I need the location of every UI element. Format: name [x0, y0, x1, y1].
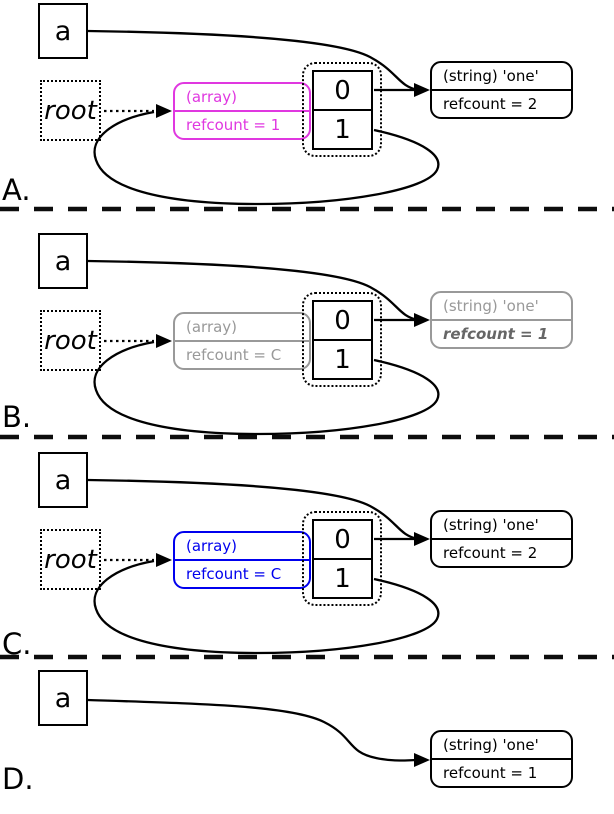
slots-table: 0 1	[312, 519, 373, 599]
slot-1: 1	[334, 344, 351, 375]
array-refcount: refcount = C	[186, 346, 282, 364]
panel-label: B.	[2, 400, 32, 434]
slot-1: 1	[334, 114, 351, 145]
slot-1: 1	[334, 563, 351, 594]
variable-box: a	[38, 233, 88, 289]
root-label: root	[44, 544, 97, 575]
string-type-label: (string) 'one'	[432, 293, 571, 321]
slot-0: 0	[314, 72, 371, 111]
string-refcount: refcount = 2	[443, 95, 538, 113]
string-node: (string) 'one' refcount = 2	[430, 510, 573, 568]
variable-label: a	[54, 15, 72, 47]
variable-box: a	[38, 3, 88, 59]
slots-table: 0 1	[312, 70, 373, 150]
panel-label: C.	[2, 627, 32, 661]
array-refcount: refcount = 1	[186, 116, 281, 134]
array-node: (array) refcount = C	[173, 312, 311, 370]
array-refcount: refcount = C	[186, 565, 282, 583]
variable-label: a	[54, 464, 72, 496]
variable-label: a	[54, 245, 72, 277]
slots-table: 0 1	[312, 300, 373, 380]
string-type-label: (string) 'one'	[432, 512, 571, 540]
string-refcount: refcount = 2	[443, 544, 538, 562]
root-box: root	[40, 80, 101, 141]
root-box: root	[40, 310, 101, 371]
string-node: (string) 'one' refcount = 2	[430, 61, 573, 119]
array-node: (array) refcount = C	[173, 531, 311, 589]
array-node: (array) refcount = 1	[173, 82, 311, 140]
array-type-label: (array)	[175, 533, 309, 561]
string-type-label: (string) 'one'	[432, 732, 571, 760]
variable-box: a	[38, 670, 88, 726]
string-type-label: (string) 'one'	[432, 63, 571, 91]
string-node: (string) 'one' refcount = 1	[430, 291, 573, 349]
array-type-label: (array)	[175, 84, 309, 112]
root-label: root	[44, 95, 97, 126]
variable-label: a	[54, 682, 72, 714]
string-refcount: refcount = 1	[443, 325, 549, 343]
slot-0: 0	[314, 302, 371, 341]
root-label: root	[44, 325, 97, 356]
string-node: (string) 'one' refcount = 1	[430, 730, 573, 788]
panel-label: A.	[2, 173, 31, 207]
variable-box: a	[38, 452, 88, 508]
root-box: root	[40, 529, 101, 590]
panel-label: D.	[2, 762, 34, 796]
array-type-label: (array)	[175, 314, 309, 342]
string-refcount: refcount = 1	[443, 764, 538, 782]
slot-0: 0	[314, 521, 371, 560]
